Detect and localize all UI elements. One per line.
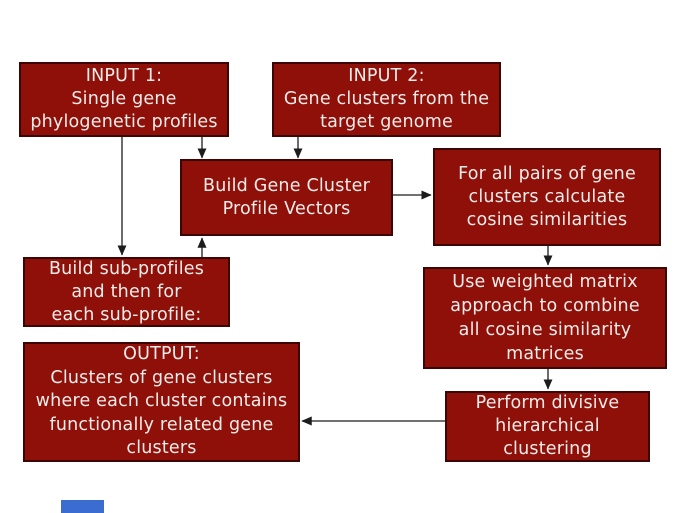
node-output: OUTPUT: Clusters of gene clusters where … bbox=[23, 342, 300, 462]
node-build-vectors-label: Build Gene Cluster Profile Vectors bbox=[203, 175, 370, 219]
node-input2: INPUT 2: Gene clusters from the target g… bbox=[272, 62, 501, 137]
bottom-left-blue-bar bbox=[61, 500, 104, 513]
node-input1: INPUT 1: Single gene phylogenetic profil… bbox=[19, 62, 229, 137]
node-cosine-label: For all pairs of gene clusters calculate… bbox=[458, 163, 636, 230]
node-weighted-matrix-approach: Use weighted matrix approach to combine … bbox=[423, 267, 667, 369]
node-build-sub-profiles: Build sub-profiles and then for each sub… bbox=[23, 257, 230, 327]
node-weighted-label: Use weighted matrix approach to combine … bbox=[450, 272, 640, 364]
node-output-label: OUTPUT: Clusters of gene clusters where … bbox=[35, 344, 288, 459]
node-divisive-hierarchical-clustering: Perform divisive hierarchical clustering bbox=[445, 391, 650, 462]
node-divisive-label: Perform divisive hierarchical clustering bbox=[475, 393, 620, 459]
node-input2-label: INPUT 2: Gene clusters from the target g… bbox=[283, 66, 490, 132]
node-build-gene-cluster-profile-vectors: Build Gene Cluster Profile Vectors bbox=[180, 159, 393, 236]
node-subprofiles-label: Build sub-profiles and then for each sub… bbox=[48, 258, 205, 325]
node-calculate-cosine-similarities: For all pairs of gene clusters calculate… bbox=[433, 148, 661, 246]
node-input1-label: INPUT 1: Single gene phylogenetic profil… bbox=[30, 66, 218, 132]
